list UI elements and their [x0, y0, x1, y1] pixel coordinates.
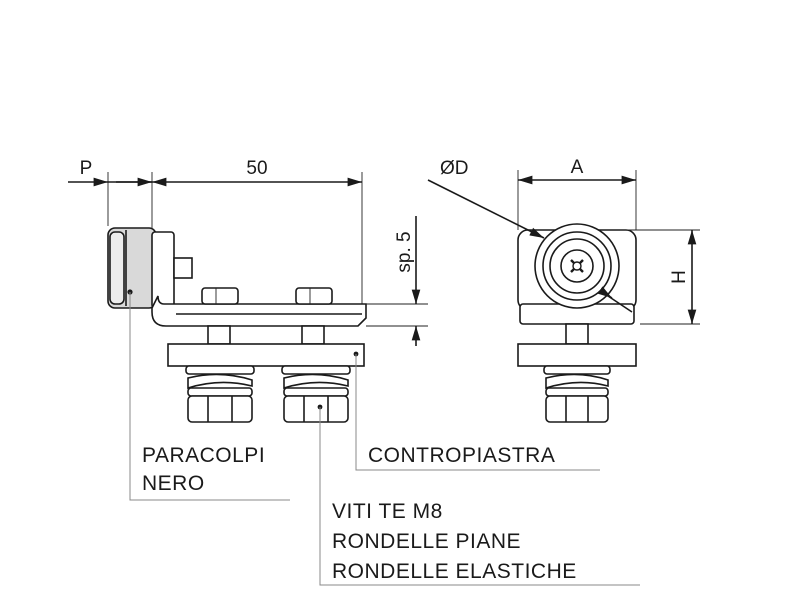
front-view: A ØD H: [427, 157, 700, 423]
label-screws-line2: RONDELLE PIANE: [332, 530, 521, 553]
counterplate: [167, 343, 365, 367]
dimension-diameter: ØD: [427, 158, 633, 313]
bracket: [151, 287, 367, 327]
leader-lines: [129, 292, 640, 586]
dimension-thickness-label: sp. 5: [394, 231, 415, 272]
label-bumper-line1: PARACOLPI: [142, 444, 265, 467]
dimension-p-label: P: [80, 158, 93, 179]
screw-assembly-left: [185, 365, 255, 423]
dimension-a: A: [518, 157, 636, 185]
dimension-p: P: [68, 158, 152, 187]
bumper: [107, 227, 193, 309]
dimension-h-label: H: [669, 270, 690, 284]
dimension-a-label: A: [571, 157, 584, 178]
roller: [534, 223, 620, 309]
dimension-thickness: sp. 5: [366, 216, 428, 346]
label-counterplate: CONTROPIASTRA: [368, 444, 555, 467]
dimension-50: 50: [152, 158, 362, 187]
side-view: P 50: [68, 158, 428, 423]
labels: PARACOLPI NERO CONTROPIASTRA VITI TE M8 …: [142, 444, 577, 583]
dimension-50-label: 50: [246, 158, 267, 179]
label-screws-line1: VITI TE M8: [332, 500, 443, 523]
label-bumper-line2: NERO: [142, 472, 205, 495]
label-screws-line3: RONDELLE ELASTICHE: [332, 560, 577, 583]
dimension-h: H: [620, 229, 700, 325]
screw-assembly-right: [281, 365, 351, 423]
dimension-diameter-label: ØD: [440, 158, 469, 179]
